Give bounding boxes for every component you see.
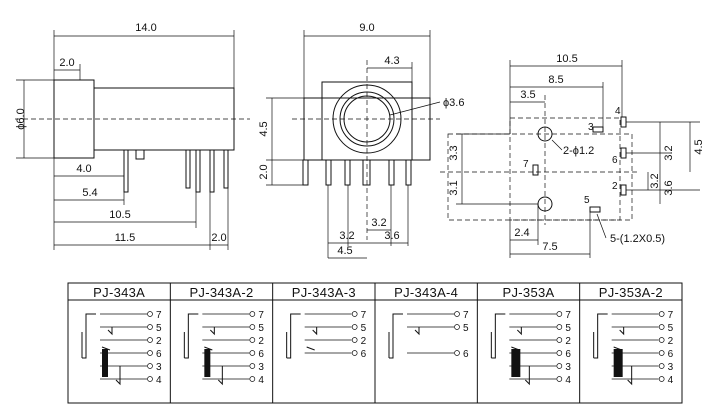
model-name: PJ-353A bbox=[503, 285, 555, 300]
model-column: PJ-343A-3 7 5 2 6 bbox=[272, 283, 367, 403]
footprint-pin-2: 2 bbox=[612, 181, 618, 192]
dim-pin-a: 4.0 bbox=[76, 163, 91, 175]
dim-pin-e: 2.0 bbox=[211, 232, 226, 244]
pin-label: 3 bbox=[258, 362, 264, 373]
pin-label: 5 bbox=[156, 323, 162, 334]
model-column: PJ-343A 7 5 2 6 3 4 bbox=[81, 285, 162, 386]
pin-label: 7 bbox=[361, 310, 367, 321]
model-column: PJ-353A 7 5 2 6 3 4 bbox=[476, 283, 571, 403]
side-view: 14.0 2.0 ϕ6.0 4.0 5.4 10.5 11.5 2.0 bbox=[15, 22, 250, 250]
footprint-pin-5: 5 bbox=[584, 195, 590, 206]
dim-diameter: ϕ6.0 bbox=[15, 108, 27, 129]
dim-fp-right-c: 3.2 bbox=[649, 173, 661, 188]
dim-fp-top-c: 3.5 bbox=[520, 89, 535, 101]
schematic-table: PJ-343A 7 5 2 6 3 4 PJ-343A-2 7 5 2 6 3 4 PJ-343A-3 7 5 2… bbox=[67, 282, 683, 404]
pin-label: 2 bbox=[668, 336, 674, 347]
model-name: PJ-343A-3 bbox=[292, 285, 356, 300]
note-holes: 2-ϕ1.2 bbox=[563, 145, 594, 157]
dim-half-width: 4.3 bbox=[384, 55, 399, 67]
dim-overall-length: 14.0 bbox=[135, 22, 156, 34]
model-column: PJ-343A-4 7 5 6 bbox=[374, 283, 469, 403]
dim-fp-left-b: 3.1 bbox=[448, 180, 460, 195]
pin-label: 2 bbox=[565, 336, 571, 347]
pin-label: 3 bbox=[668, 362, 674, 373]
pin-label: 5 bbox=[361, 323, 367, 334]
pin-label: 2 bbox=[258, 336, 264, 347]
pin-label: 2 bbox=[361, 336, 367, 347]
pin-label: 5 bbox=[258, 323, 264, 334]
pin-label: 6 bbox=[463, 349, 469, 360]
front-view: 9.0 4.3 ϕ3.6 4.5 2.0 3.2 3.2 3.6 4.5 bbox=[258, 22, 464, 259]
footprint-pin-4: 4 bbox=[615, 106, 621, 117]
dim-fp-bottom-b: 7.5 bbox=[542, 241, 557, 253]
pin-label: 4 bbox=[258, 375, 264, 386]
dim-hole-diameter: ϕ3.6 bbox=[443, 97, 464, 109]
pin-label: 6 bbox=[156, 349, 162, 360]
dim-pin-c: 10.5 bbox=[109, 209, 130, 221]
pin-label: 7 bbox=[463, 310, 469, 321]
note-slots: 5-(1.2X0.5) bbox=[610, 233, 665, 245]
model-name: PJ-343A-4 bbox=[394, 285, 458, 300]
pin-label: 7 bbox=[156, 310, 162, 321]
pin-label: 5 bbox=[565, 323, 571, 334]
dim-bottom-width: 4.5 bbox=[337, 245, 352, 257]
pin-label: 5 bbox=[668, 323, 674, 334]
pin-label: 4 bbox=[565, 375, 571, 386]
pin-label: 2 bbox=[156, 336, 162, 347]
dim-fp-right-a: 3.2 bbox=[663, 145, 675, 160]
pin-label: 7 bbox=[565, 310, 571, 321]
dim-pin-pitch-c: 3.6 bbox=[384, 230, 399, 242]
pin-label: 4 bbox=[668, 375, 674, 386]
pin-label: 5 bbox=[463, 323, 469, 334]
pin-label: 6 bbox=[565, 349, 571, 360]
model-column: PJ-343A-2 7 5 2 6 3 4 bbox=[169, 283, 264, 403]
model-column: PJ-353A-2 7 5 2 6 3 4 bbox=[579, 283, 674, 403]
model-name: PJ-343A bbox=[93, 285, 145, 300]
footprint-view: 4 3 6 7 2 5 2-ϕ1.2 5-(1.2X0.5) 10.5 8.5 … bbox=[440, 53, 705, 258]
dim-fp-left-a: 3.3 bbox=[448, 145, 460, 160]
footprint-pin-6: 6 bbox=[612, 155, 618, 166]
dim-pin-pitch-b: 3.2 bbox=[339, 230, 354, 242]
pin-label: 6 bbox=[258, 349, 264, 360]
pin-label: 6 bbox=[361, 349, 367, 360]
pin-label: 4 bbox=[156, 375, 162, 386]
pin-label: 3 bbox=[565, 362, 571, 373]
dim-fp-right-d: 3.6 bbox=[663, 180, 675, 195]
dim-pin-d: 11.5 bbox=[115, 232, 136, 244]
model-name: PJ-343A-2 bbox=[189, 285, 253, 300]
dim-fp-right-b: 4.5 bbox=[693, 139, 705, 154]
dim-fp-bottom-a: 2.4 bbox=[514, 227, 529, 239]
dim-center-height: 4.5 bbox=[258, 121, 270, 136]
dim-front-step: 2.0 bbox=[59, 57, 74, 69]
dim-width: 9.0 bbox=[359, 22, 374, 34]
pin-label: 7 bbox=[668, 310, 674, 321]
pin-label: 3 bbox=[156, 362, 162, 373]
model-name: PJ-353A-2 bbox=[599, 285, 663, 300]
pin-label: 6 bbox=[668, 349, 674, 360]
dim-pin-b: 5.4 bbox=[82, 187, 97, 199]
pin-label: 7 bbox=[258, 310, 264, 321]
dim-fp-top-a: 10.5 bbox=[556, 53, 577, 65]
footprint-pin-3: 3 bbox=[588, 122, 594, 133]
dim-pin-pitch-a: 3.2 bbox=[371, 217, 386, 229]
dim-pin-length: 2.0 bbox=[258, 164, 270, 179]
footprint-pin-7: 7 bbox=[523, 159, 529, 170]
dim-fp-top-b: 8.5 bbox=[548, 74, 563, 86]
